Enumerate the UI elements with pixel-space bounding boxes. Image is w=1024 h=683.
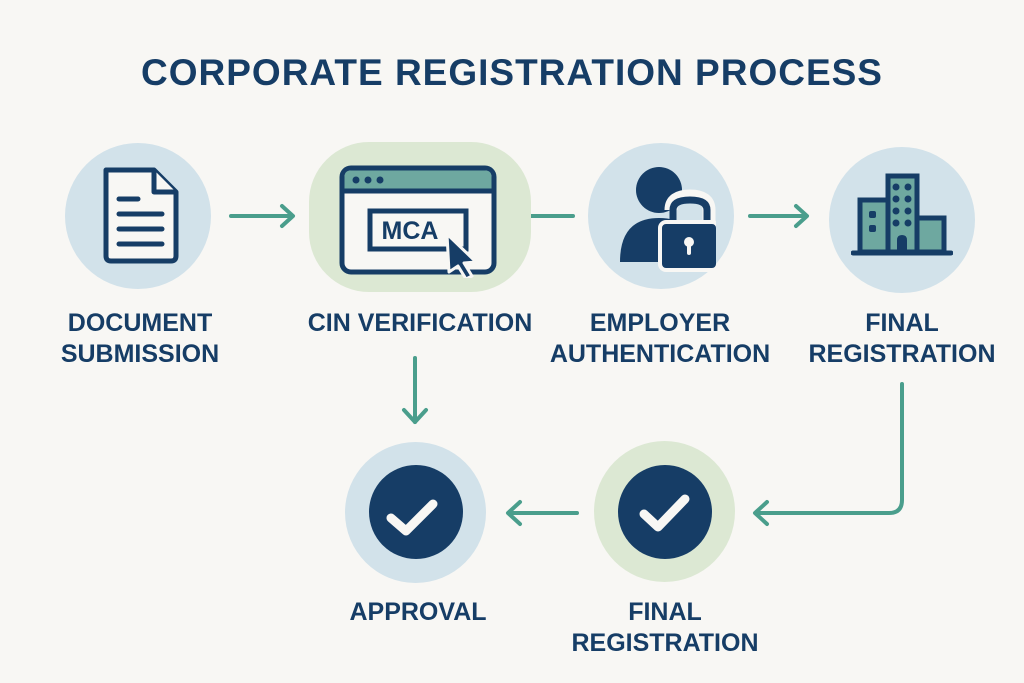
step-label-line1: CIN VERIFICATION (307, 309, 533, 337)
mca-text: MCA (382, 217, 439, 245)
building-icon (851, 173, 953, 256)
arrow-employer-to-building (748, 204, 809, 228)
step-label-line2: REGISTRATION (571, 629, 759, 657)
step-label-line1: FINAL (865, 309, 939, 337)
page-title: CORPORATE REGISTRATION PROCESS (141, 52, 883, 93)
checkmark-icon (369, 465, 463, 559)
step-label-line2: SUBMISSION (60, 340, 220, 368)
step-label-line2: AUTHENTICATION (549, 340, 771, 368)
cursor-icon (445, 232, 478, 278)
arrow-building-to-final-bottom (753, 382, 904, 526)
document-icon (103, 167, 179, 264)
step-label-line1: DOCUMENT (67, 309, 213, 337)
step-label-line1: EMPLOYER (589, 309, 731, 337)
step-label-line1: FINAL (628, 598, 702, 626)
arrow-cin-down-to-approval (402, 356, 428, 424)
checkmark-icon (618, 465, 712, 559)
browser-mca-icon: MCA (339, 165, 497, 278)
arrow-final-to-approval (506, 500, 579, 526)
step-label-line1: APPROVAL (349, 598, 487, 626)
step-label-line2: REGISTRATION (808, 340, 996, 368)
arrow-doc-to-cin (229, 204, 295, 228)
user-lock-icon (620, 167, 716, 272)
